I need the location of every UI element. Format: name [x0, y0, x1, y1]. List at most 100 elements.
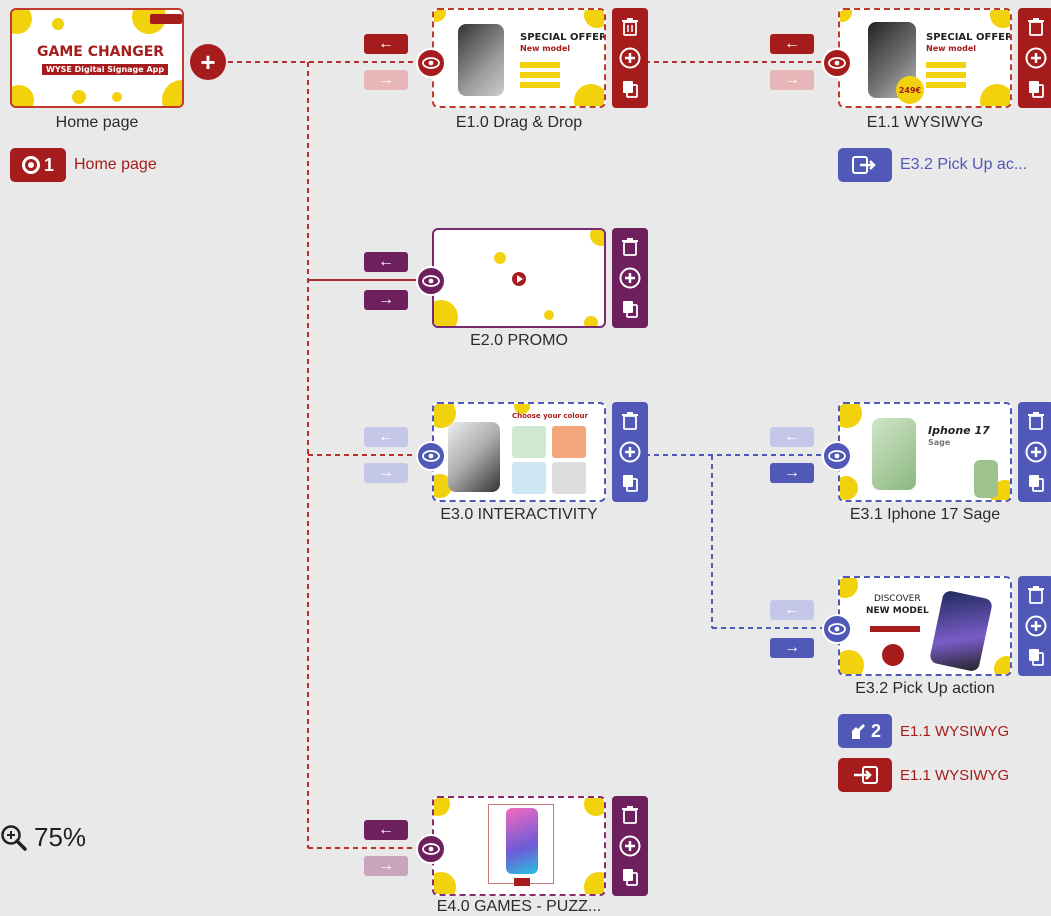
e32-thumbnail[interactable]: DISCOVER NEW MODEL [838, 576, 1012, 676]
copy-icon[interactable] [618, 77, 642, 101]
e40-toolbar [612, 796, 648, 896]
hand-pickup-icon [851, 724, 865, 739]
copy-icon[interactable] [618, 471, 642, 495]
e31-thumbnail[interactable]: Iphone 17 Sage [838, 402, 1012, 502]
prev-arrow-button[interactable]: ← [364, 252, 408, 272]
e40-thumbnail[interactable] [432, 796, 606, 896]
phone-image [448, 422, 500, 492]
preview-eye-button[interactable] [822, 48, 852, 78]
brand-logo [150, 14, 182, 24]
prev-arrow-button[interactable]: ← [364, 427, 408, 447]
preview-eye-button[interactable] [416, 266, 446, 296]
home-trigger-label: Home page [74, 156, 157, 173]
phone-image [928, 589, 994, 673]
e10-toolbar [612, 8, 648, 108]
home-thumb-title: GAME CHANGER [37, 44, 165, 60]
hand-icon [882, 644, 904, 666]
e10-caption: E1.0 Drag & Drop [455, 114, 583, 131]
target-icon [21, 156, 40, 174]
next-arrow-button[interactable]: → [364, 290, 408, 310]
preview-eye-button[interactable] [416, 441, 446, 471]
home-thumb-subtitle: WYSE Digital Signage App [42, 64, 169, 75]
preview-eye-button[interactable] [822, 441, 852, 471]
e20-caption: E2.0 PROMO [470, 332, 568, 349]
e11-toolbar [1018, 8, 1051, 108]
trash-icon[interactable] [618, 803, 642, 827]
eye-icon [422, 843, 440, 855]
trash-icon[interactable] [618, 15, 642, 39]
eye-icon [828, 450, 846, 462]
trash-icon[interactable] [1024, 15, 1048, 39]
trigger-badge: 1 [10, 148, 66, 182]
add-circle-icon[interactable] [1024, 440, 1048, 464]
next-arrow-button[interactable]: → [364, 70, 408, 90]
zoom-control[interactable]: 75% [0, 822, 86, 853]
e30-toolbar [612, 402, 648, 502]
e30-thumbnail[interactable]: Choose your colour [432, 402, 606, 502]
next-arrow-button[interactable]: → [770, 463, 814, 483]
add-circle-icon[interactable] [1024, 614, 1048, 638]
e10-thumbnail[interactable]: SPECIAL OFFER New model [432, 8, 606, 108]
e30-caption: E3.0 INTERACTIVITY [440, 506, 598, 523]
prev-arrow-button[interactable]: ← [364, 820, 408, 840]
eye-icon [828, 623, 846, 635]
prev-arrow-button[interactable]: ← [770, 34, 814, 54]
eye-icon [422, 275, 440, 287]
e32-pickup-label: E1.1 WYSIWYG [900, 722, 1010, 740]
next-arrow-button[interactable]: → [364, 856, 408, 876]
zoom-in-icon[interactable] [0, 824, 28, 852]
e31-toolbar [1018, 402, 1051, 502]
phone-image [458, 24, 504, 96]
next-arrow-button[interactable]: → [770, 70, 814, 90]
e40-caption: E4.0 GAMES - PUZZ... [436, 898, 602, 915]
copy-icon[interactable] [1024, 645, 1048, 669]
eye-icon [422, 57, 440, 69]
play-icon [512, 272, 526, 286]
trash-icon[interactable] [1024, 409, 1048, 433]
copy-icon[interactable] [618, 297, 642, 321]
e11-thumbnail[interactable]: SPECIAL OFFER New model 249€ [838, 8, 1012, 108]
prev-arrow-button[interactable]: ← [770, 427, 814, 447]
next-arrow-button[interactable]: → [364, 463, 408, 483]
trash-icon[interactable] [1024, 583, 1048, 607]
add-circle-icon[interactable] [618, 46, 642, 70]
copy-icon[interactable] [1024, 471, 1048, 495]
add-circle-icon[interactable] [618, 266, 642, 290]
eye-icon [828, 57, 846, 69]
eye-icon [422, 450, 440, 462]
next-arrow-button[interactable]: → [770, 638, 814, 658]
e32-toolbar [1018, 576, 1051, 676]
zoom-level: 75% [34, 822, 87, 852]
prev-arrow-button[interactable]: ← [364, 34, 408, 54]
home-page-thumbnail[interactable]: GAME CHANGER WYSE Digital Signage App [10, 8, 184, 108]
e11-caption: E1.1 WYSIWYG [866, 114, 984, 131]
exit-icon [852, 156, 876, 174]
preview-eye-button[interactable] [416, 834, 446, 864]
prev-arrow-button[interactable]: ← [770, 600, 814, 620]
phone-image [506, 808, 538, 874]
copy-icon[interactable] [1024, 77, 1048, 101]
e32-link-label: E1.1 WYSIWYG [900, 766, 1010, 784]
e32-link-tag[interactable]: E1.1 WYSIWYG [838, 758, 1009, 792]
e11-link-tag[interactable]: E3.2 Pick Up ac... [838, 148, 1027, 182]
e31-caption: E3.1 Iphone 17 Sage [849, 506, 1001, 523]
copy-icon[interactable] [618, 865, 642, 889]
e11-link-label: E3.2 Pick Up ac... [900, 156, 1028, 173]
add-node-button[interactable]: + [190, 44, 226, 80]
trash-icon[interactable] [618, 235, 642, 259]
e32-pickup-tag[interactable]: 2 E1.1 WYSIWYG [838, 714, 1009, 748]
preview-eye-button[interactable] [416, 48, 446, 78]
home-page-caption: Home page [55, 114, 139, 131]
home-trigger-tag[interactable]: 1 Home page [10, 148, 157, 182]
e20-toolbar [612, 228, 648, 328]
phone-image [872, 418, 916, 490]
add-circle-icon[interactable] [618, 834, 642, 858]
add-circle-icon[interactable] [1024, 46, 1048, 70]
e20-thumbnail[interactable] [432, 228, 606, 328]
add-circle-icon[interactable] [618, 440, 642, 464]
e32-caption: E3.2 Pick Up action [855, 680, 995, 697]
preview-eye-button[interactable] [822, 614, 852, 644]
link-badge [838, 148, 892, 182]
link-badge [838, 758, 892, 792]
trash-icon[interactable] [618, 409, 642, 433]
